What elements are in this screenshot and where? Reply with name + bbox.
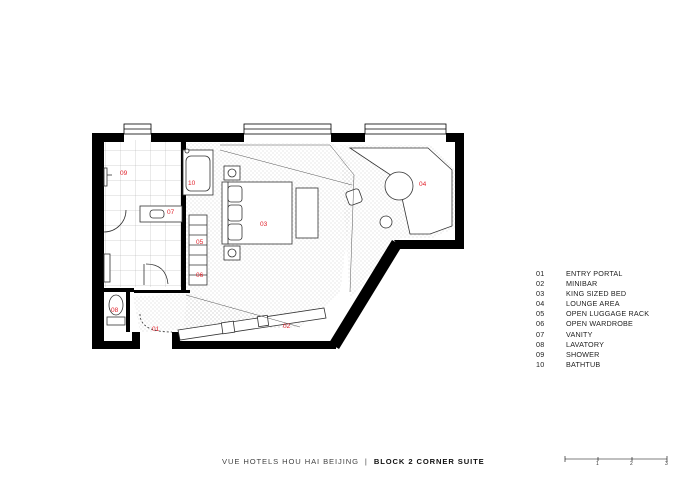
toilet-tank <box>106 316 126 326</box>
pillow-3 <box>227 223 243 241</box>
bathroom-fixtures <box>103 148 214 333</box>
drawing-caption: VUE HOTELS HOU HAI BEIJING | BLOCK 2 COR… <box>222 457 485 466</box>
legend-number: 02 <box>536 279 545 289</box>
drawing-title: BLOCK 2 CORNER SUITE <box>373 457 485 466</box>
label-minibar: 02 <box>283 323 291 330</box>
south-wall-left <box>92 341 132 349</box>
headboard <box>221 181 229 245</box>
lavatory-partition <box>104 288 134 292</box>
bathtub-basin <box>185 155 211 192</box>
legend-number: 01 <box>536 269 545 278</box>
legend-number: 10 <box>536 359 545 369</box>
north-wall-mid <box>151 133 244 142</box>
label-wardrobe: 06 <box>196 272 204 279</box>
lounge-furniture <box>345 147 453 235</box>
vanity-basin <box>149 209 165 219</box>
legend-number: 06 <box>536 319 545 329</box>
legend-label: LOUNGE AREA <box>566 299 620 309</box>
east-wall <box>455 133 464 249</box>
south-wall <box>176 341 336 349</box>
legend-label: LAVATORY <box>566 339 605 349</box>
legend-item: 06 OPEN WARDROBE <box>536 319 649 329</box>
bench <box>295 187 319 239</box>
toilet <box>108 294 124 316</box>
legend-item: 04 LOUNGE AREA <box>536 299 649 309</box>
legend-number: 08 <box>536 339 545 349</box>
minibar-fridge <box>256 314 270 328</box>
legend-item: 08 LAVATORY <box>536 340 649 350</box>
entry-jamb-left <box>132 332 140 349</box>
minibar-counter <box>177 307 327 341</box>
scale-tick-3: 3 <box>665 461 668 467</box>
shower-fixture <box>103 167 108 187</box>
shower-door-swing <box>103 209 127 233</box>
scale-tick-2: 2 <box>630 461 633 467</box>
bed-furniture <box>221 165 319 261</box>
corridor-wall <box>134 290 190 293</box>
north-wall-right <box>331 133 365 142</box>
legend-label: SHOWER <box>566 349 600 359</box>
lavatory-side-wall <box>126 288 130 332</box>
minibar-desk <box>177 307 327 341</box>
pillow-2 <box>227 204 243 222</box>
legend-label: MINIBAR <box>566 279 598 289</box>
label-lavatory: 08 <box>111 307 119 314</box>
bath-door-swing <box>145 263 169 285</box>
legend-number: 04 <box>536 299 545 309</box>
windows <box>123 123 447 135</box>
legend-item: 02 MINIBAR <box>536 279 649 289</box>
legend-number: 09 <box>536 349 545 359</box>
legend-label: ENTRY PORTAL <box>566 269 623 278</box>
label-entry: 01 <box>152 326 160 333</box>
lounge-chair <box>345 188 363 206</box>
diagonal-wall <box>329 240 402 349</box>
bath-tap <box>184 148 190 154</box>
label-lounge: 04 <box>419 181 427 188</box>
legend-label: VANITY <box>566 329 593 339</box>
legend-item: 10 BATHTUB <box>536 360 649 370</box>
entry-jamb-right <box>172 332 180 349</box>
open-wardrobe <box>188 214 208 286</box>
label-luggage: 05 <box>196 239 204 246</box>
interior-walls <box>104 142 190 332</box>
north-wall-left <box>92 133 124 142</box>
bathroom-partition <box>181 142 186 292</box>
legend-item: 05 OPEN LUGGAGE RACK <box>536 309 649 319</box>
room-labels: 01 02 03 04 05 06 07 08 09 10 <box>111 170 427 333</box>
desk-chair <box>220 320 236 335</box>
legend-label: BATHTUB <box>566 359 601 369</box>
legend-item: 01 ENTRY PORTAL <box>536 269 649 279</box>
label-bed: 03 <box>260 221 268 228</box>
entry-door-swing <box>139 313 173 333</box>
legend-item: 09 SHOWER <box>536 350 649 360</box>
lounge-table <box>384 171 414 201</box>
scale-bar <box>564 456 668 462</box>
caption-separator: | <box>364 457 368 466</box>
legend-number: 03 <box>536 289 545 299</box>
wardrobe-luggage <box>188 214 208 286</box>
west-wall <box>92 133 104 349</box>
legend-label: OPEN LUGGAGE RACK <box>566 309 650 319</box>
side-table <box>379 215 393 229</box>
scale-tick-1: 1 <box>596 461 599 467</box>
project-name: VUE HOTELS HOU HAI BEIJING <box>222 457 359 466</box>
legend-number: 07 <box>536 329 545 339</box>
legend-item: 07 VANITY <box>536 330 649 340</box>
label-vanity: 07 <box>167 209 175 216</box>
legend-label: KING SIZED BED <box>566 289 627 299</box>
outer-walls <box>92 133 464 349</box>
label-bathtub: 10 <box>188 180 196 187</box>
legend-label: OPEN WARDROBE <box>566 319 634 329</box>
legend-item: 03 KING SIZED BED <box>536 289 649 299</box>
pillow-1 <box>227 185 243 203</box>
legend-number: 05 <box>536 309 545 319</box>
guide-lines <box>185 144 355 328</box>
east-step-wall <box>394 240 464 249</box>
towel-rack <box>103 253 111 283</box>
label-shower: 09 <box>120 170 128 177</box>
